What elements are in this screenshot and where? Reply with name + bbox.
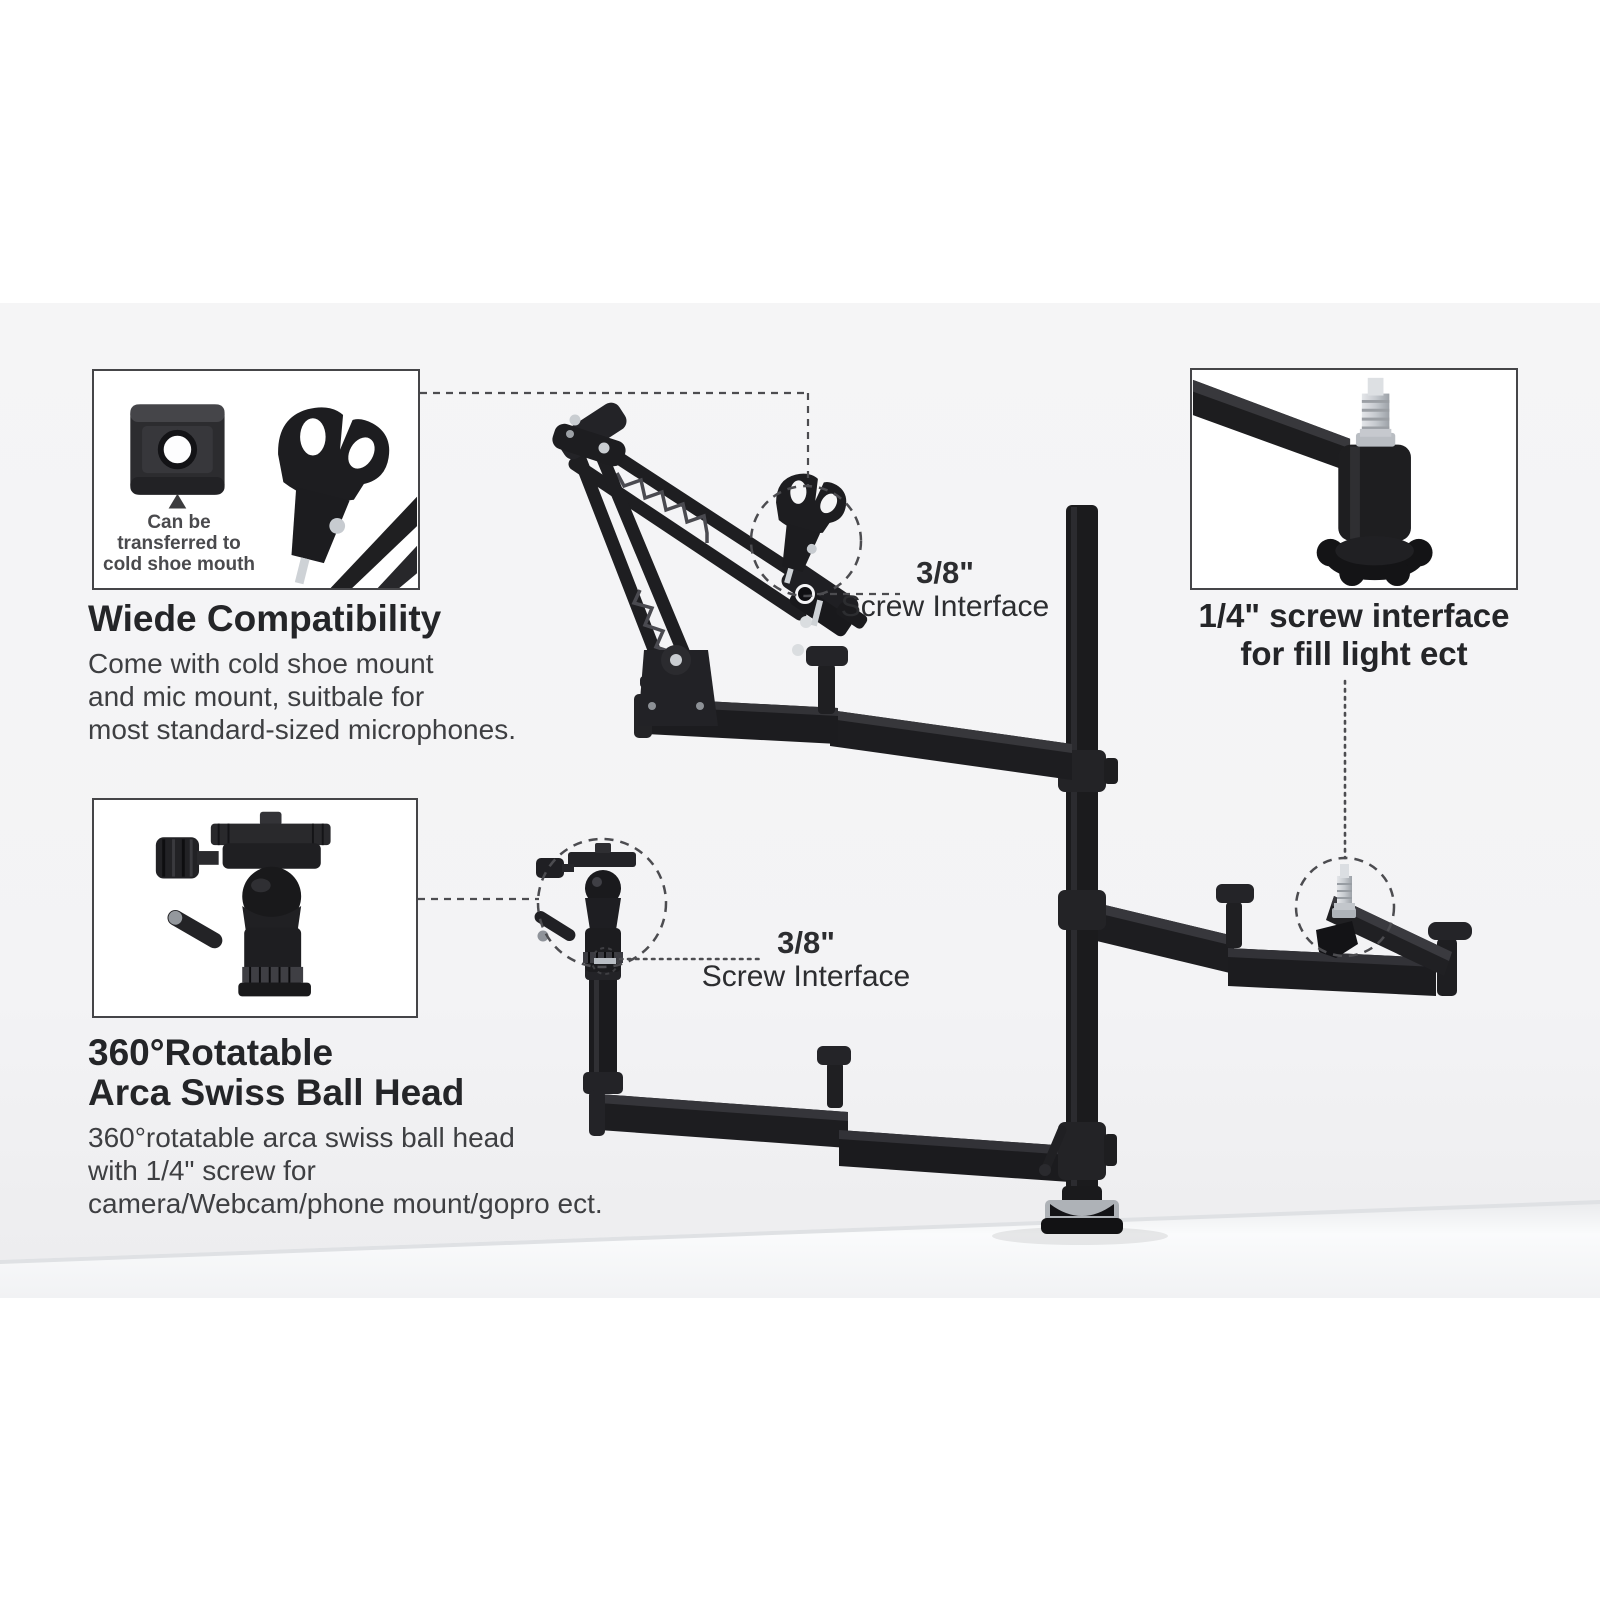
ball-head-mini [534,843,636,972]
body-line: camera/Webcam/phone mount/gopro ect. [88,1188,603,1219]
heading-ball-head: 360°Rotatable Arca Swiss Ball Head [88,1033,464,1113]
note-line: cold shoe mouth [103,554,255,575]
heading-wide-compatibility: Wiede Compatibility [88,598,442,639]
screw-caption: Screw Interface [840,590,1050,623]
heading-line: for fill light ect [1240,635,1468,672]
base-shadow [992,1227,1168,1245]
cold-shoe-mount-icon [130,404,225,495]
pointer-triangle-icon [168,493,187,509]
body-line: most standard-sized microphones. [88,714,516,745]
spring-upper [615,472,709,543]
heading-line: 360°Rotatable [88,1032,334,1073]
desk-clamp [1041,1186,1123,1234]
panel-mic-detail: Can be transferred to cold shoe mouth [92,369,420,590]
note-line: transferred to [117,533,241,554]
cold-shoe-note: Can be transferred to cold shoe mouth [98,512,260,575]
upper-arm [634,646,1072,780]
callout-circle-mic-clip [749,484,863,598]
boom-base-bracket [638,645,718,726]
screw-caption: Screw Interface [701,960,911,993]
label-mic-screw-interface: 3/8" Screw Interface [795,556,1095,624]
panel-screw-detail [1190,368,1518,590]
panel-ballhead-detail [92,798,418,1018]
body-line: 360°rotatable arca swiss ball head [88,1122,515,1153]
quarter-inch-screw-icon [1192,377,1433,587]
callout-circle-quarter-screw [1294,856,1396,958]
heading-line: Arca Swiss Ball Head [88,1072,465,1113]
desk-surface [0,1200,1600,1298]
arca-ball-head-icon [155,811,331,997]
label-ballhead-screw-interface: 3/8" Screw Interface [656,926,956,994]
desk-pole [1039,505,1123,1234]
boom-pivot [552,402,627,467]
body-line: with 1/4" screw for [88,1155,316,1186]
callout-circle-ball-screw [591,947,619,975]
mic-clip [776,473,847,584]
body-wide-compatibility: Come with cold shoe mount and mic mount,… [88,647,558,746]
note-line: Can be [147,512,211,533]
body-line: Come with cold shoe mount [88,648,434,679]
callout-circle-ball-head [536,837,668,969]
screw-size: 3/8" [777,925,835,960]
right-arm [1076,864,1472,996]
lower-arm [583,964,1070,1182]
mic-clip-icon [278,407,390,585]
body-line: and mic mount, suitbale for [88,681,425,712]
annotation-lines [418,391,1396,975]
quarter-screw-stud [1316,864,1358,958]
heading-line: 1/4" screw interface [1198,597,1510,634]
body-ball-head: 360°rotatable arca swiss ball head with … [88,1121,618,1220]
screw-size: 3/8" [916,555,974,590]
heading-quarter-screw: 1/4" screw interface for fill light ect [1164,597,1544,673]
